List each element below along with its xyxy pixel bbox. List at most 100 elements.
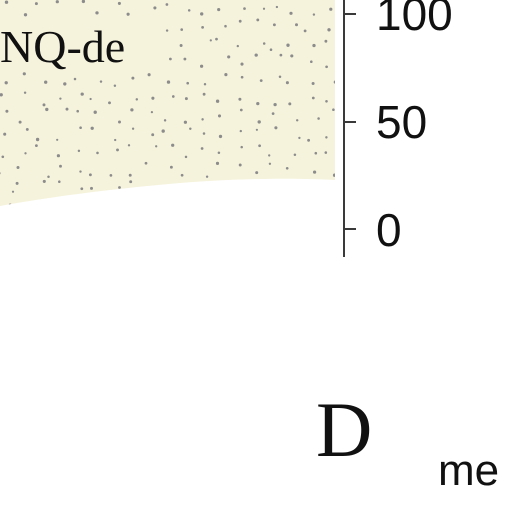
stipple-dot	[254, 53, 258, 57]
stipple-dot	[96, 151, 99, 155]
stipple-dot	[77, 149, 81, 153]
stipple-dot	[166, 80, 171, 84]
stipple-dot	[312, 13, 316, 16]
stipple-dot	[206, 207, 209, 210]
elevation-scale: 100 50 0	[343, 0, 453, 257]
stipple-dot	[288, 198, 292, 201]
stipple-dot	[76, 109, 79, 113]
stipple-dot	[215, 99, 220, 103]
stipple-dot	[171, 143, 175, 147]
stipple-dot	[327, 28, 331, 32]
stipple-dot	[217, 8, 221, 12]
scale-label-100: 100	[376, 0, 453, 40]
stipple-dot	[47, 175, 50, 179]
stipple-dot	[215, 161, 220, 165]
stipple-dot	[171, 95, 175, 98]
stipple-dot	[93, 110, 97, 114]
stipple-dot	[325, 100, 328, 103]
stipple-dot	[317, 117, 320, 120]
stipple-dot	[24, 152, 27, 155]
nq-de-unit-layer	[0, 0, 335, 206]
stipple-dot	[303, 29, 307, 33]
stipple-dot	[238, 97, 242, 101]
stipple-dot	[324, 151, 328, 154]
stipple-dot	[200, 147, 204, 150]
stipple-dot	[239, 108, 243, 112]
stipple-dot	[238, 19, 242, 23]
stipple-dot	[240, 75, 244, 79]
stipple-dot	[332, 185, 335, 189]
stipple-dot	[261, 189, 265, 193]
stipple-dot	[80, 92, 84, 96]
stipple-dot	[290, 54, 294, 58]
stipple-dot	[180, 173, 184, 177]
stipple-dot	[15, 181, 19, 185]
stipple-dot	[23, 91, 27, 94]
stipple-dot	[153, 6, 157, 10]
stipple-dot	[275, 5, 279, 9]
stipple-dot	[262, 42, 266, 45]
stipple-dot	[240, 145, 243, 149]
stipple-dot	[326, 197, 330, 201]
stipple-dot	[202, 92, 206, 96]
stipple-dot	[73, 77, 77, 81]
stipple-dot	[0, 93, 3, 97]
stipple-dot	[295, 119, 299, 122]
stipple-dot	[289, 11, 293, 15]
stipple-dot	[155, 145, 158, 148]
stipple-dot	[131, 76, 135, 80]
stipple-dot	[89, 97, 92, 101]
stipple-dot	[197, 183, 201, 186]
stipple-dot	[239, 129, 242, 133]
stipple-dot	[79, 126, 82, 130]
stipple-dot	[42, 179, 46, 183]
stipple-dot	[255, 171, 259, 175]
stipple-dot	[332, 173, 335, 177]
stipple-dot	[59, 97, 62, 100]
bottom-label: me	[438, 446, 499, 495]
stipple-dot	[325, 65, 328, 69]
stipple-dot	[227, 55, 231, 59]
stipple-dot	[151, 133, 155, 137]
stipple-dot	[183, 57, 187, 61]
stipple-dot	[95, 11, 99, 15]
stipple-dot	[333, 80, 335, 84]
stipple-dot	[163, 119, 167, 122]
stipple-dot	[56, 138, 59, 141]
stipple-dot	[108, 101, 111, 105]
stipple-dot	[118, 120, 121, 124]
stipple-dot	[8, 203, 12, 206]
stipple-dot	[39, 199, 43, 203]
unit-label: NQ-de	[0, 21, 125, 72]
stipple-dot	[187, 9, 191, 12]
stipple-dot	[278, 75, 282, 78]
stipple-dot	[271, 112, 275, 115]
stipple-dot	[189, 127, 192, 131]
stipple-dot	[257, 209, 259, 211]
stipple-dot	[45, 107, 49, 112]
stipple-dot	[151, 96, 155, 100]
stipple-dot	[279, 53, 283, 57]
stipple-dot	[306, 211, 309, 214]
stipple-dot	[243, 7, 246, 10]
stipple-dot	[109, 174, 113, 177]
stipple-dot	[186, 81, 190, 85]
stipple-dot	[325, 136, 328, 139]
stipple-dot	[161, 129, 165, 133]
stipple-dot	[332, 108, 335, 111]
stipple-dot	[205, 175, 209, 178]
stipple-dot	[114, 138, 117, 142]
stipple-dot	[259, 79, 263, 82]
stipple-dot	[218, 134, 223, 139]
stipple-dot	[314, 151, 318, 155]
stipple-dot	[65, 107, 69, 111]
stipple-dot	[5, 109, 9, 113]
stipple-dot	[310, 60, 313, 63]
stipple-dot	[235, 191, 239, 195]
stipple-dot	[200, 12, 204, 16]
stipple-dot	[202, 132, 206, 135]
stipple-dot	[293, 153, 297, 157]
stipple-dot	[179, 44, 183, 47]
